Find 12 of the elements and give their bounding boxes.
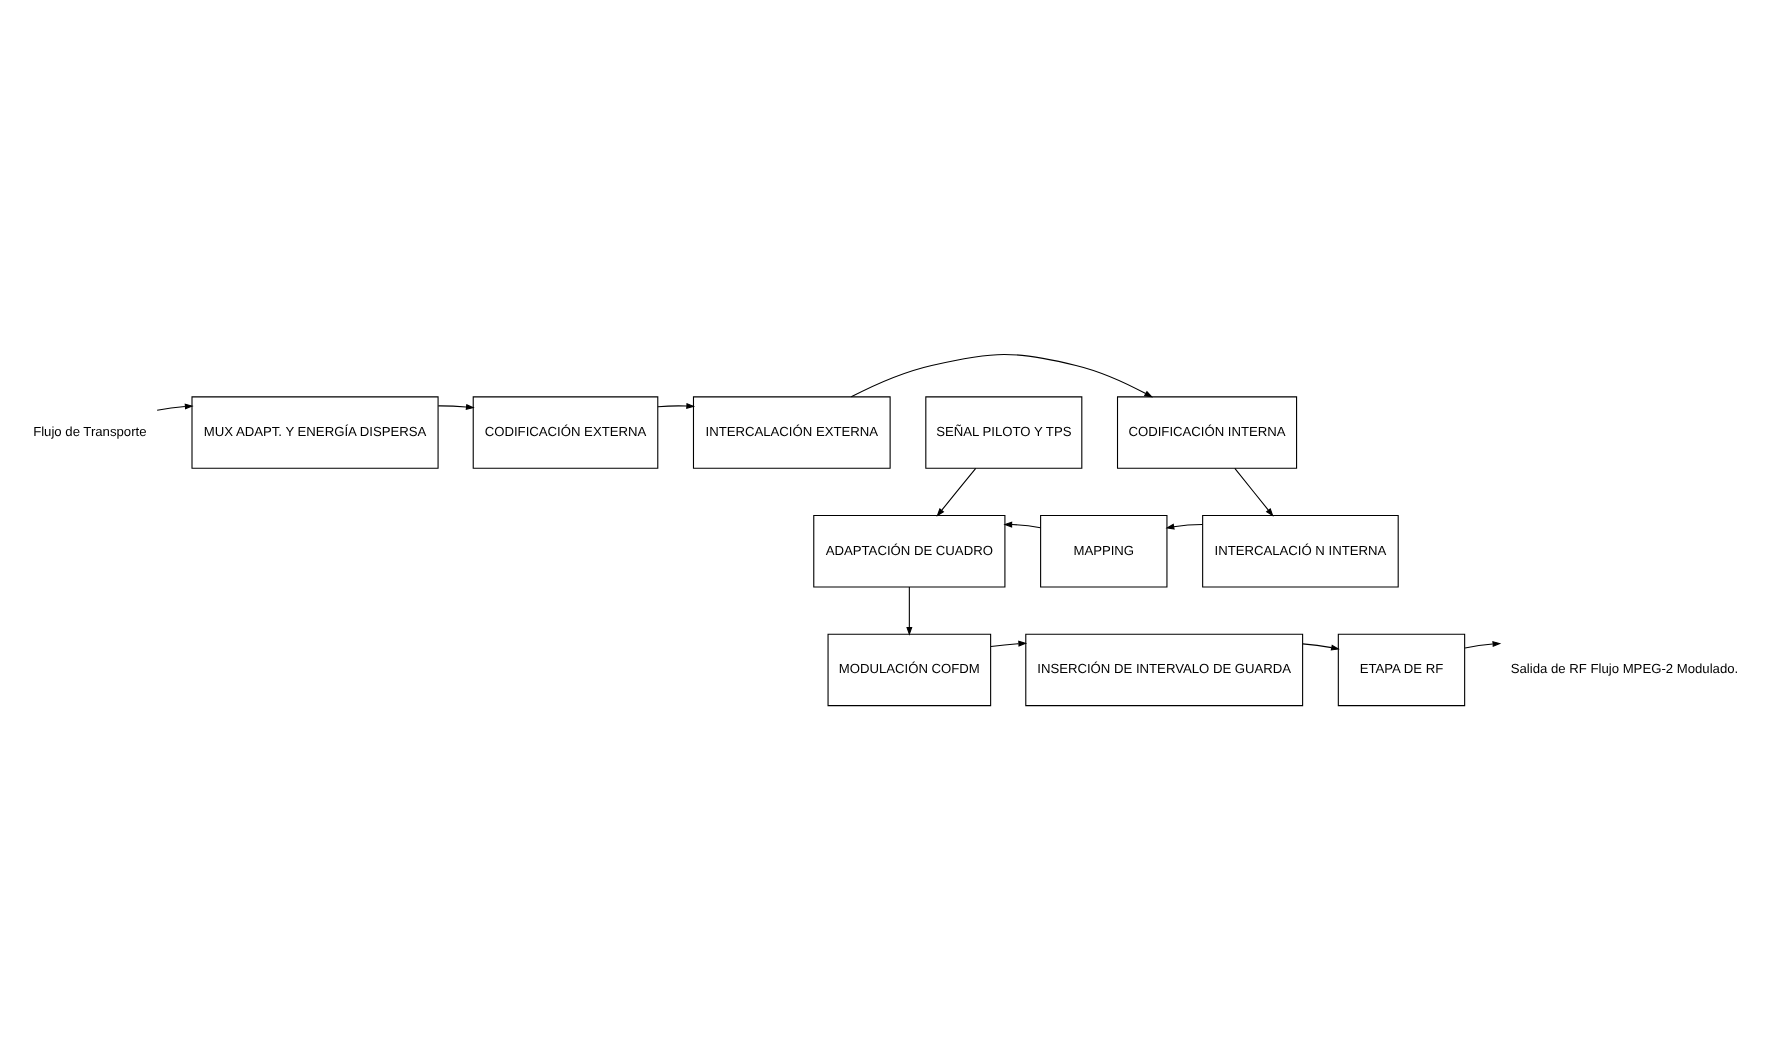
- arrow: [437, 402, 475, 410]
- arrow: [850, 352, 1154, 397]
- arrow: [1165, 522, 1204, 529]
- arrow: [1464, 639, 1502, 648]
- arrow: [657, 401, 696, 409]
- arrow: [1003, 520, 1042, 528]
- arrow: [1302, 642, 1340, 650]
- arrow: [1234, 466, 1274, 516]
- arrow: [990, 639, 1028, 647]
- arrow: [936, 466, 977, 516]
- arrow: [906, 585, 913, 635]
- arrow: [156, 402, 194, 410]
